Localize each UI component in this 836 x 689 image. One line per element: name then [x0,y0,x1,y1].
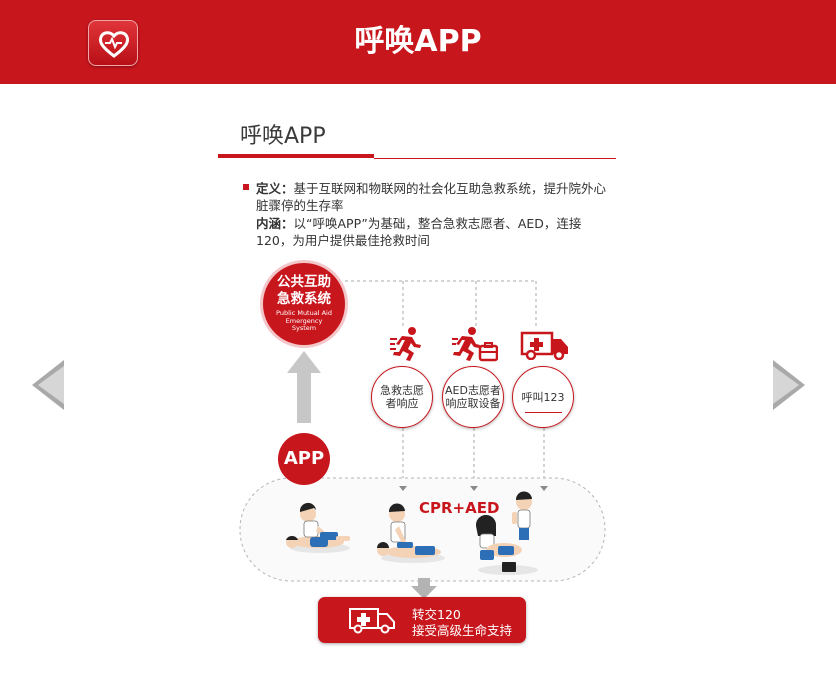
cpr-aed-label: CPR+AED [419,499,500,517]
connotation-label: 内涵： [256,216,294,231]
running-with-case-icon [452,327,498,362]
title-divider [374,158,616,159]
responder-label-line2: 者响应 [385,397,419,410]
app-logo[interactable] [88,20,138,66]
app-title: 呼唤APP [354,24,482,59]
bullet-square-icon [243,184,249,190]
definition-paragraph: 定义：基于互联网和物联网的社会化互助急救系统，提升院外心脏骤停的生存率 [256,180,616,214]
app-badge: APP [278,433,330,485]
next-slide-button[interactable] [771,358,807,416]
title-underline [218,154,374,158]
responder-label-line1: 急救志愿 [380,384,424,397]
responder-label-line1: 呼叫123 [521,390,565,404]
system-name-line2: 急救系统 [277,291,331,307]
connotation-text: 以“呼唤APP”为基础，整合急救志愿者、AED，连接120，为用户提供最佳抢救时… [256,216,582,248]
arrow-up-icon [287,351,321,423]
heart-pulse-icon [98,31,130,58]
mutual-aid-system-badge: 公共互助 急救系统 Public Mutual Aid Emergency Sy… [263,263,345,345]
aed-volunteer-node: AED志愿者响应取设备 [442,366,504,428]
slide-title: 呼唤APP [240,124,326,149]
system-name-line1: 公共互助 [277,274,331,290]
responder-label-line2: 响应取设备 [445,397,501,410]
cpr-rescuer-illustration [286,502,350,553]
arrow-left-icon [32,360,64,410]
description-block: 定义：基于互联网和物联网的社会化互助急救系统，提升院外心脏骤停的生存率 内涵：以… [243,180,616,250]
header-bar: 呼唤APP [0,0,836,84]
running-person-icon [390,327,421,361]
definition-label: 定义： [256,181,294,196]
call-123-node: 呼叫123 [512,366,574,428]
arrow-right-icon [773,360,805,410]
system-en-line2: Emergency [285,316,323,325]
chest-compression-illustration [377,503,445,563]
responder-label-line1: AED志愿者 [445,384,501,397]
volunteer-response-node: 急救志愿者响应 [371,366,433,428]
previous-slide-button[interactable] [30,358,66,416]
system-en-line3: System [291,324,317,332]
handover-line1: 转交120 [412,607,461,622]
handover-120-box: 转交120 接受高级生命支持 [318,597,526,643]
ambulance-icon [349,608,395,634]
handover-line2: 接受高级生命支持 [412,623,513,638]
connotation-paragraph: 内涵：以“呼唤APP”为基础，整合急救志愿者、AED，连接120，为用户提供最佳… [256,215,616,249]
system-en-line1: Public Mutual Aid [276,309,332,317]
definition-text: 基于互联网和物联网的社会化互助急救系统，提升院外心脏骤停的生存率 [256,181,607,213]
node-underline [525,412,562,413]
ambulance-icon [520,331,568,360]
aed-use-illustration [475,491,538,575]
